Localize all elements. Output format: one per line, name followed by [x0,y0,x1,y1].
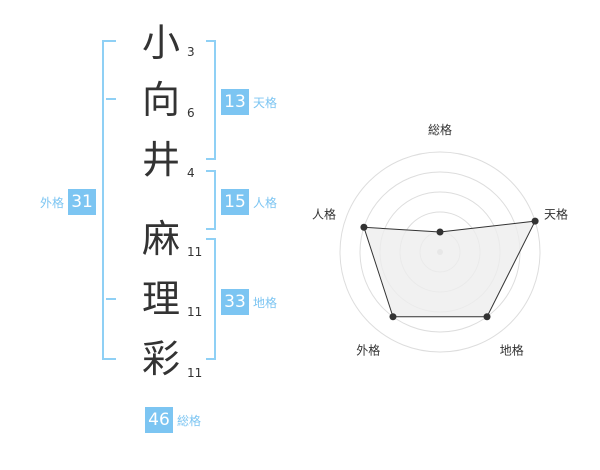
name-char: 理 [141,277,180,321]
radar-axis-label: 人格 [312,206,336,221]
tenkaku-label: 天格 [253,95,278,110]
radar-axis-label: 外格 [356,343,380,358]
radar-point [436,228,444,236]
name-char: 小 [141,21,180,65]
jinkaku-score: 15 人格 [221,189,281,215]
radar-axis-label: 天格 [544,206,568,221]
radar-axis-label: 総格 [428,122,452,137]
bracket-tick [106,98,116,100]
jinkaku-value: 15 [221,189,249,215]
radar-point [389,313,397,321]
chikaku-label: 地格 [253,295,278,310]
gaikaku-label: 外格 [40,195,65,210]
gaikaku-score: 外格 31 [36,189,97,215]
tenkaku-score: 13 天格 [221,89,281,115]
jinkaku-bracket [206,170,216,230]
stroke-count: 4 [187,166,195,180]
chikaku-bracket [206,238,216,360]
gaikaku-bracket [102,40,116,360]
stroke-count: 11 [187,305,203,319]
bracket-tick [106,298,116,300]
chikaku-score: 33 地格 [221,289,281,315]
jinkaku-label: 人格 [253,195,278,210]
soukaku-label: 総格 [177,413,202,428]
name-char: 向 [141,78,180,122]
name-char: 彩 [141,337,180,381]
tenkaku-bracket [206,40,216,160]
radar-point [360,223,368,231]
stroke-count: 11 [187,245,203,259]
stroke-count: 3 [187,45,195,59]
stroke-count: 6 [187,106,195,120]
name-char: 麻 [141,217,180,261]
radar-axis-label: 地格 [500,343,524,358]
soukaku-value: 46 [145,407,173,433]
radar-point [483,313,491,321]
gaikaku-value: 31 [68,189,97,215]
radar-point [531,217,539,225]
tenkaku-value: 13 [221,89,249,115]
radar-area [363,220,536,318]
chikaku-value: 33 [221,289,249,315]
stroke-count: 11 [187,366,203,380]
radar-grid-ring [339,151,541,353]
soukaku-score: 46 総格 [145,407,205,433]
name-char: 井 [141,138,180,182]
